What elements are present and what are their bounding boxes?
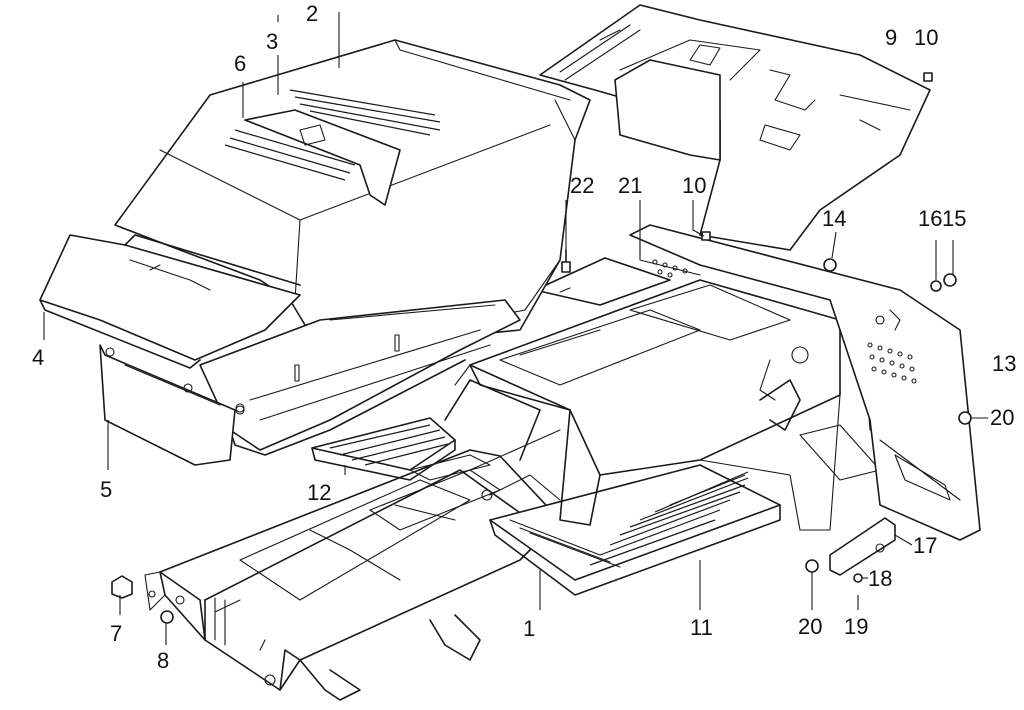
part-hardware bbox=[111, 72, 972, 624]
callout-20-lower: 20 bbox=[798, 614, 822, 639]
part-front-bumper bbox=[39, 234, 301, 369]
callout-18: 18 bbox=[868, 566, 892, 591]
leader-lines bbox=[43, 12, 988, 645]
part-frame bbox=[144, 449, 561, 701]
callout-17: 17 bbox=[913, 533, 937, 558]
callout-14: 14 bbox=[822, 206, 846, 231]
part-footrest-left bbox=[311, 417, 456, 481]
callout-4: 4 bbox=[32, 345, 44, 370]
part-plate-21 bbox=[534, 257, 671, 306]
callout-22: 22 bbox=[570, 173, 594, 198]
callout-labels: 1 2 3 4 5 6 7 8 9 10 10 11 12 13 14 15 1… bbox=[32, 1, 1016, 673]
callout-16: 16 bbox=[918, 206, 942, 231]
callout-8: 8 bbox=[157, 648, 169, 673]
callout-3: 3 bbox=[266, 29, 278, 54]
callout-20-right: 20 bbox=[990, 405, 1014, 430]
callout-5: 5 bbox=[100, 477, 112, 502]
callout-1: 1 bbox=[523, 616, 535, 641]
callout-11: 11 bbox=[690, 615, 713, 640]
part-side-panel bbox=[629, 224, 981, 541]
part-footrest-right bbox=[489, 464, 781, 596]
part-front-hood bbox=[114, 39, 591, 351]
callout-10-middle: 10 bbox=[682, 173, 706, 198]
callout-13: 13 bbox=[992, 351, 1016, 376]
callout-2: 2 bbox=[306, 1, 318, 26]
callout-15: 15 bbox=[942, 206, 966, 231]
callout-6: 6 bbox=[234, 51, 246, 76]
part-stud-22 bbox=[561, 249, 571, 273]
part-front-skirt bbox=[199, 299, 521, 456]
callout-21: 21 bbox=[618, 173, 642, 198]
part-center-tunnel bbox=[444, 279, 881, 531]
part-front-lower-panel bbox=[99, 344, 245, 466]
callout-9: 9 bbox=[885, 25, 897, 50]
part-rear-fender bbox=[539, 4, 931, 251]
callout-7: 7 bbox=[110, 621, 122, 646]
callout-19: 19 bbox=[844, 614, 868, 639]
callout-12: 12 bbox=[307, 480, 331, 505]
callout-10-top: 10 bbox=[914, 25, 938, 50]
